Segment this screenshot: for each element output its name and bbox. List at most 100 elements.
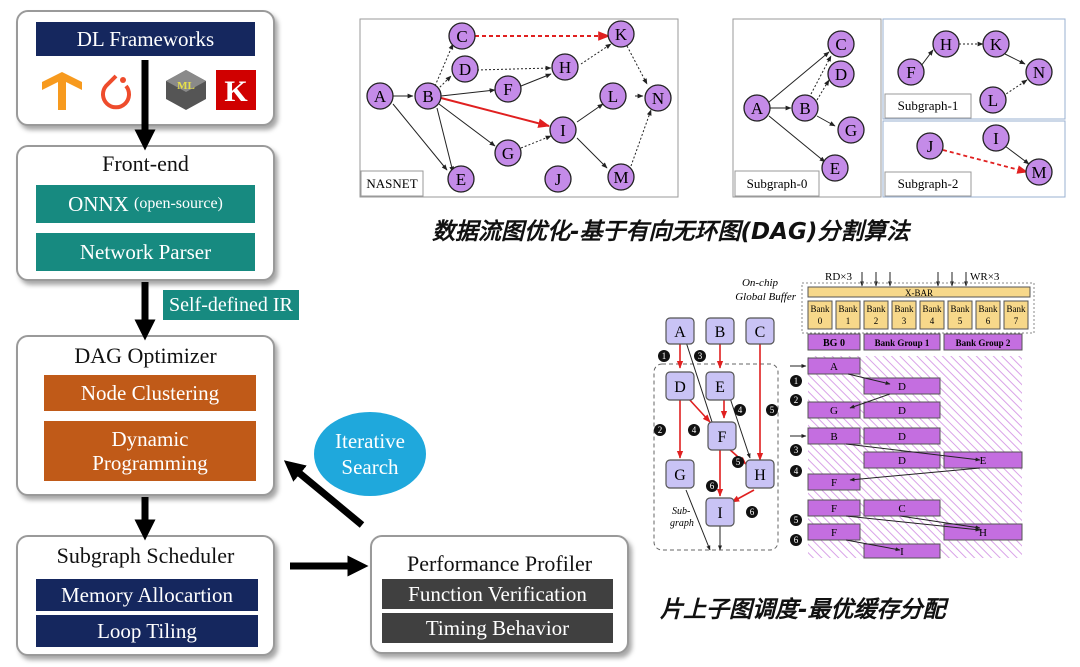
bank-word-6: Bank bbox=[979, 304, 998, 314]
node-g: G bbox=[502, 144, 514, 163]
node-m: M bbox=[613, 168, 628, 187]
sched-node-i: I bbox=[717, 505, 722, 522]
cell-r4-d: D bbox=[898, 455, 906, 467]
schedule-step-markers: 1 2 3 4 5 6 bbox=[790, 375, 802, 546]
cell-r1-d: D bbox=[898, 381, 906, 393]
dag-step-5b: 5 bbox=[736, 457, 741, 467]
node-j: J bbox=[555, 170, 562, 189]
dag-step-5a: 5 bbox=[770, 405, 775, 415]
dag-caption: 数据流图优化-基于有向无环图(DAG)分割算法 bbox=[432, 219, 910, 245]
step-4: 4 bbox=[794, 466, 799, 476]
memory-allocation-bar: Memory Allocartion bbox=[36, 579, 258, 611]
subgraph1-nodes bbox=[897, 30, 1053, 114]
nasnet-label-box bbox=[360, 170, 424, 197]
sched-node-f: F bbox=[718, 429, 727, 446]
node-e: E bbox=[456, 170, 466, 189]
bank-word-5: Bank bbox=[951, 304, 970, 314]
subgraph1-edges bbox=[920, 41, 1028, 97]
dynamic-programming-bar: Dynamic Programming bbox=[44, 421, 256, 481]
nasnet-edges bbox=[392, 31, 652, 173]
cell-r4-e: E bbox=[980, 455, 987, 467]
tensorflow-logo bbox=[42, 72, 82, 110]
ir-tag: Self-defined IR bbox=[163, 290, 299, 320]
sg0-node-b: B bbox=[799, 99, 810, 118]
subgraph1-label-box bbox=[884, 93, 972, 119]
cell-r5-f: F bbox=[831, 477, 837, 489]
sched-node-b: B bbox=[715, 324, 726, 341]
cell-r9-i: I bbox=[900, 546, 904, 558]
cell-r2-d: D bbox=[898, 405, 906, 417]
bank-word-2: Bank bbox=[867, 304, 886, 314]
nasnet-label: NASNET bbox=[366, 176, 417, 191]
node-i: I bbox=[560, 121, 566, 140]
bank-word-1: Bank bbox=[839, 304, 858, 314]
sg1-node-h: H bbox=[940, 35, 952, 54]
subgraph0-label: Subgraph-0 bbox=[747, 176, 808, 191]
bank-num-4: 4 bbox=[930, 316, 935, 326]
subgraph-label-2: graph bbox=[670, 518, 694, 529]
sched-dag-steps: 1 3 2 4 4 5 5 6 6 bbox=[654, 350, 778, 518]
buffer-label-1: On-chip bbox=[742, 277, 779, 289]
step-3: 3 bbox=[794, 445, 799, 455]
sg2-node-i: I bbox=[993, 129, 999, 148]
sg1-node-l: L bbox=[988, 91, 998, 110]
cell-r6-f: F bbox=[831, 503, 837, 515]
bank-word-4: Bank bbox=[923, 304, 942, 314]
bank-num-3: 3 bbox=[902, 316, 907, 326]
sg1-node-f: F bbox=[906, 63, 915, 82]
cell-r8-f: F bbox=[831, 527, 837, 539]
node-d: D bbox=[459, 60, 471, 79]
sched-dag-labels: A B C D E F H G I bbox=[674, 324, 766, 522]
sg0-node-g: G bbox=[845, 121, 857, 140]
bank-num-2: 2 bbox=[874, 316, 879, 326]
sched-node-c: C bbox=[755, 324, 766, 341]
iterative-search-bubble: Iterative Search bbox=[314, 412, 426, 496]
bank-num-7: 7 bbox=[1014, 316, 1019, 326]
bg2-label: Bank Group 2 bbox=[956, 338, 1011, 348]
network-parser-bar: Network Parser bbox=[36, 233, 255, 271]
bank-num-5: 5 bbox=[958, 316, 963, 326]
pytorch-logo bbox=[101, 74, 131, 110]
cell-r3-b: B bbox=[830, 431, 837, 443]
cell-r0-a: A bbox=[830, 361, 838, 373]
onnx-note: (open-source) bbox=[134, 194, 223, 212]
node-k: K bbox=[615, 25, 628, 44]
sg2-node-m: M bbox=[1031, 163, 1046, 182]
sg2-node-j: J bbox=[927, 137, 934, 156]
subgraph-frame bbox=[653, 363, 779, 551]
subgraph0-labels: A B C D G E bbox=[751, 35, 857, 178]
sg1-node-k: K bbox=[990, 35, 1003, 54]
node-l: L bbox=[608, 87, 618, 106]
schedule-caption: 片上子图调度-最优缓存分配 bbox=[660, 597, 946, 623]
coreml-logo: ML bbox=[166, 70, 206, 110]
xbar bbox=[807, 286, 1031, 298]
stack-arrows bbox=[134, 60, 369, 577]
dag-step-3: 3 bbox=[698, 351, 703, 361]
subgraph-label-1: Sub- bbox=[672, 506, 690, 517]
rd-label: RD×3 bbox=[825, 271, 852, 283]
sg0-node-d: D bbox=[835, 65, 847, 84]
nasnet-node-labels: A B C D E F G H I J K L M N bbox=[374, 25, 664, 189]
bg0-label: BG 0 bbox=[823, 338, 845, 349]
bg1-header bbox=[863, 333, 941, 351]
bank-word-0: Bank bbox=[811, 304, 830, 314]
onnx-label: ONNX bbox=[68, 191, 129, 216]
frameworks-box: DL Frameworks ML K bbox=[16, 10, 275, 126]
sg1-node-n: N bbox=[1033, 63, 1045, 82]
dag-step-6a: 6 bbox=[710, 481, 715, 491]
subgraph2-label: Subgraph-2 bbox=[898, 176, 959, 191]
dag-step-2: 2 bbox=[658, 425, 663, 435]
sched-node-g: G bbox=[674, 467, 686, 484]
subgraph0-nodes bbox=[743, 30, 865, 182]
dag-figure: A B C D E F G H I J K L M N NASNET bbox=[359, 18, 1066, 198]
node-c: C bbox=[456, 27, 467, 46]
sched-dag-edges bbox=[676, 341, 764, 551]
buffer-label-2: Global Buffer bbox=[735, 291, 797, 303]
frameworks-label: DL Frameworks bbox=[36, 22, 255, 56]
wr-label: WR×3 bbox=[970, 271, 1000, 283]
sched-node-d: D bbox=[674, 379, 686, 396]
step-2: 2 bbox=[794, 395, 799, 405]
coreml-text: ML bbox=[177, 80, 195, 92]
timing-behavior-bar: Timing Behavior bbox=[382, 613, 613, 643]
subgraph1-label: Subgraph-1 bbox=[898, 98, 959, 113]
